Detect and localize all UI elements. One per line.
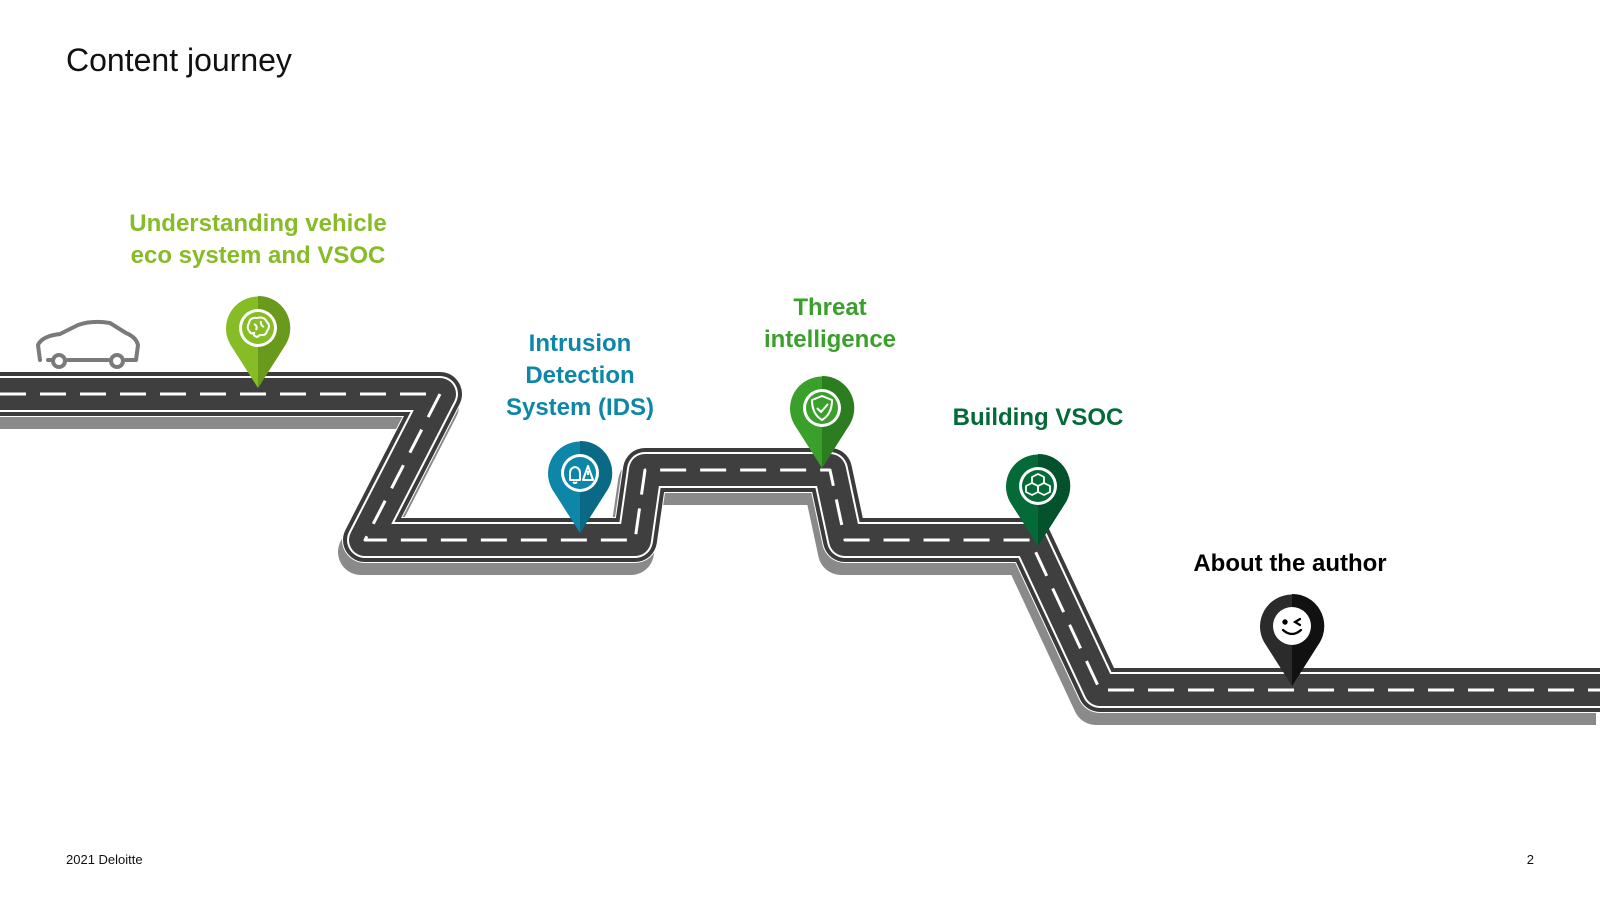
road-center-dashes	[0, 392, 1600, 692]
shield-icon	[811, 395, 833, 421]
car-outline-icon	[36, 319, 140, 369]
wink-face-icon	[1281, 617, 1303, 636]
pin-ids[interactable]	[546, 439, 614, 535]
pin-ecosystem[interactable]	[224, 294, 292, 390]
alert-bell-icon	[569, 465, 594, 484]
brain-icon	[246, 316, 270, 339]
pin-threat[interactable]	[788, 374, 856, 470]
slide-title: Content journey	[66, 42, 292, 78]
pin-vsoc[interactable]	[1004, 452, 1072, 548]
stage-label-threat: Threat intelligence	[763, 294, 897, 353]
stage-label-ids: Intrusion Detection System (IDS)	[505, 330, 655, 421]
stage-label-ecosystem: Understanding vehicle eco system and VSO…	[129, 210, 387, 269]
stage-label-author: About the author	[1193, 550, 1387, 577]
footer-copyright: 2021 Deloitte	[66, 852, 143, 867]
stage-label-vsoc: Building VSOC	[952, 404, 1124, 431]
page-number: 2	[1526, 852, 1534, 867]
cubes-icon	[1025, 473, 1051, 496]
pin-author[interactable]	[1258, 592, 1326, 688]
